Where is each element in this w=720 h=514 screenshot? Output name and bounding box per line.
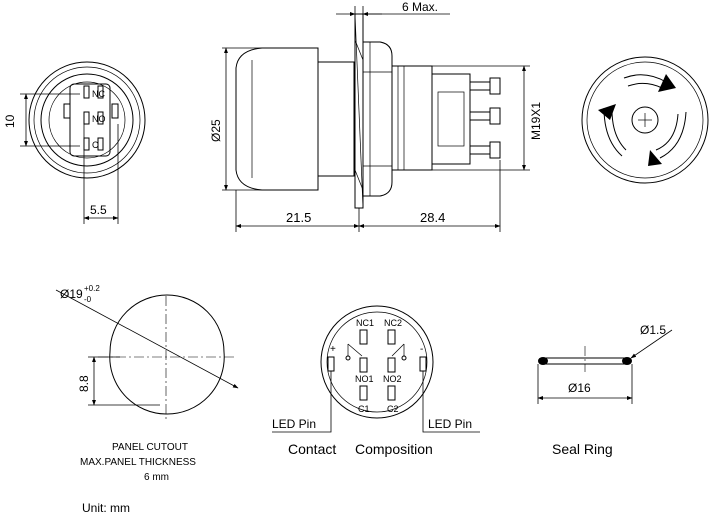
thread-dim: M19X1 [529,102,543,140]
pin-pitch-dim: 10 [3,114,17,128]
rear-nc-label: NC [92,89,105,99]
rotate-arrow-right-icon [659,111,687,159]
contact-caption: Contact [288,441,336,457]
rear-no-label: NO [92,114,106,124]
panel-thickness-dim: 6 Max. [402,0,438,14]
front-view [581,56,709,184]
unit-note: Unit: mm [82,501,130,514]
led-pin-left-label: LED Pin [272,417,316,431]
panel-cutout-view: Ø19 +0.2 -0 8.8 PANEL CUTOUT MAX.PANEL T… [55,284,239,483]
minus-label: - [420,344,423,355]
cutout-tol-lower: -0 [84,295,92,304]
pin-offset-dim: 5.5 [90,203,107,217]
seal-ring-caption: Seal Ring [552,441,613,457]
seal-diameter-dim: Ø16 [568,381,591,395]
panel-cutout-caption: PANEL CUTOUT [112,442,188,453]
body-diameter-dim: Ø25 [209,119,223,142]
no2-label: NO2 [383,374,402,384]
nc2-label: NC2 [384,318,402,328]
nc1-label: NC1 [356,318,374,328]
rear-length-dim: 28.4 [420,210,445,225]
panel-thickness-value: 6 mm [144,472,169,483]
plus-label: + [330,344,336,355]
cutout-tol-upper: +0.2 [84,284,100,293]
panel-thickness-caption: MAX.PANEL THICKNESS [80,457,196,468]
seal-section-dim: Ø1.5 [640,323,666,337]
front-length-dim: 21.5 [286,210,311,225]
no1-label: NO1 [355,374,374,384]
c2-label: C2 [387,404,399,414]
rotate-arrow-top-icon [623,74,667,83]
rear-c-label: C [92,140,99,150]
contact-composition-view: NC1 NC2 NO1 NO2 C1 C2 + - LED Pin LED Pi… [272,305,480,457]
cutout-diameter-dim: Ø19 [60,287,83,301]
c1-label: C1 [358,404,370,414]
flat-height-dim: 8.8 [77,375,91,392]
composition-caption: Composition [355,441,433,457]
side-view: Ø25 M19X1 6 Max. 21.5 28.4 [209,0,543,232]
rear-view: NC NO C 10 5.5 [3,61,146,224]
seal-ring-view: Ø1.5 Ø16 Seal Ring [537,323,673,457]
led-pin-right-label: LED Pin [428,417,472,431]
